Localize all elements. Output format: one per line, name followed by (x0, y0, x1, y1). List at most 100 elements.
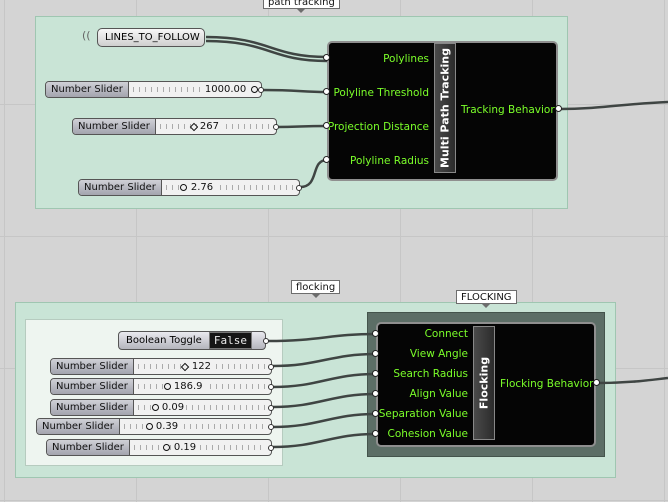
port-tracking-behavior[interactable] (555, 105, 562, 112)
lines-to-follow-label: LINES_TO_FOLLOW (105, 32, 200, 43)
slider-polyline-radius[interactable]: Number Slider 2.76 (78, 179, 300, 196)
input-polyline-threshold[interactable]: Polyline Threshold (333, 87, 429, 99)
port-separation-value[interactable] (372, 410, 379, 417)
component-title-bar[interactable]: Flocking (473, 326, 495, 440)
slider-value: 0.39 (153, 420, 181, 434)
slider-output-port[interactable] (268, 405, 274, 411)
slider-track[interactable]: 186.9 (134, 379, 271, 394)
slider-track[interactable]: 267 (156, 119, 276, 134)
slider-name: Number Slider (51, 400, 134, 415)
slider-output-port[interactable] (268, 424, 274, 430)
slider-output-port[interactable] (258, 87, 264, 93)
wire-view-angle (271, 352, 377, 368)
port-projection-distance[interactable] (323, 122, 330, 129)
slider-value: 2.76 (188, 181, 216, 195)
slider-output-port[interactable] (268, 445, 274, 451)
slider-value: 267 (197, 120, 221, 134)
input-align-value[interactable]: Align Value (409, 388, 468, 400)
slider-polyline-threshold[interactable]: Number Slider 1000.00 (45, 81, 262, 98)
wire-threshold (261, 88, 328, 94)
flocking-component-tag: FLOCKING (456, 290, 517, 308)
slider-name: Number Slider (46, 82, 129, 97)
toggle-output-port[interactable] (263, 338, 269, 344)
slider-value: 186.9 (171, 380, 205, 394)
slider-knob[interactable] (250, 86, 258, 93)
slider-track[interactable]: 0.19 (130, 440, 271, 455)
slider-align-value[interactable]: Number Slider 0.09 (50, 399, 272, 416)
input-polyline-radius[interactable]: Polyline Radius (349, 155, 429, 167)
slider-name: Number Slider (73, 119, 156, 134)
wire-align (271, 392, 377, 409)
lines-to-follow-param[interactable]: LINES_TO_FOLLOW (97, 28, 205, 47)
slider-track[interactable]: 2.76 (162, 180, 299, 195)
port-connect[interactable] (372, 330, 379, 337)
wire-flocking-output (597, 376, 668, 385)
output-tracking-behavior[interactable]: Tracking Behavior (461, 104, 555, 116)
wire-lines-polylines (205, 35, 328, 59)
slider-value: 0.19 (171, 441, 199, 455)
wire-lines-polylines-2 (205, 39, 328, 63)
wire-projection (275, 124, 328, 129)
boolean-toggle[interactable]: Boolean Toggle False (118, 331, 266, 350)
slider-track[interactable]: 0.39 (120, 419, 271, 434)
input-cohesion-value[interactable]: Cohesion Value (387, 428, 468, 440)
input-view-angle[interactable]: View Angle (409, 348, 468, 360)
toggle-value[interactable]: False (208, 332, 252, 349)
wireless-icon: (( (82, 29, 91, 42)
port-polyline-threshold[interactable] (323, 88, 330, 95)
port-polylines[interactable] (323, 54, 330, 61)
input-polylines[interactable]: Polylines (383, 53, 429, 65)
slider-knob[interactable] (145, 423, 153, 430)
slider-projection-distance[interactable]: Number Slider 267 (72, 118, 277, 135)
input-separation-value[interactable]: Separation Value (378, 408, 468, 420)
port-view-angle[interactable] (372, 350, 379, 357)
input-projection-distance[interactable]: Projection Distance (327, 121, 429, 133)
flocking-component[interactable]: Connect View Angle Search Radius Align V… (376, 322, 596, 447)
output-flocking-behavior[interactable]: Flocking Behavior (500, 378, 594, 390)
wire-cohesion (271, 432, 377, 449)
port-flocking-behavior[interactable] (593, 379, 600, 386)
slider-value: 122 (189, 360, 213, 374)
path-tracking-group-label: path tracking (263, 0, 340, 13)
slider-track[interactable]: 122 (134, 359, 271, 374)
slider-output-port[interactable] (268, 384, 274, 390)
slider-knob[interactable] (162, 444, 170, 451)
slider-output-port[interactable] (296, 185, 302, 191)
slider-search-radius[interactable]: Number Slider 186.9 (50, 378, 272, 395)
slider-name: Number Slider (51, 379, 134, 394)
slider-knob[interactable] (163, 383, 171, 390)
slider-view-angle[interactable]: Number Slider 122 (50, 358, 272, 375)
slider-knob[interactable] (179, 184, 187, 191)
input-connect[interactable]: Connect (424, 328, 468, 340)
component-title: Flocking (477, 356, 491, 410)
wire-separation (271, 412, 377, 429)
port-align-value[interactable] (372, 390, 379, 397)
slider-name: Number Slider (37, 419, 120, 434)
wire-connect (267, 332, 377, 343)
wire-search-radius (271, 372, 377, 389)
wire-radius (299, 158, 328, 189)
slider-value: 1000.00 (202, 83, 249, 97)
component-title-bar[interactable]: Multi Path Tracking (434, 43, 456, 173)
toggle-name: Boolean Toggle (126, 335, 202, 346)
input-search-radius[interactable]: Search Radius (393, 368, 468, 380)
multi-path-tracking-component[interactable]: Polylines Polyline Threshold Projection … (327, 41, 558, 181)
wire-tracking-output (559, 100, 668, 111)
component-title: Multi Path Tracking (438, 48, 452, 168)
slider-name: Number Slider (79, 180, 162, 195)
port-cohesion-value[interactable] (372, 430, 379, 437)
slider-name: Number Slider (47, 440, 130, 455)
slider-knob[interactable] (151, 404, 159, 411)
slider-track[interactable]: 1000.00 (129, 82, 261, 97)
flocking-group-label: flocking (291, 280, 341, 298)
port-search-radius[interactable] (372, 370, 379, 377)
slider-track[interactable]: 0.09 (134, 400, 271, 415)
slider-name: Number Slider (51, 359, 134, 374)
slider-output-port[interactable] (268, 364, 274, 370)
slider-output-port[interactable] (273, 124, 279, 130)
port-polyline-radius[interactable] (323, 156, 330, 163)
slider-separation-value[interactable]: Number Slider 0.39 (36, 418, 272, 435)
slider-value: 0.09 (159, 401, 187, 415)
slider-cohesion-value[interactable]: Number Slider 0.19 (46, 439, 272, 456)
